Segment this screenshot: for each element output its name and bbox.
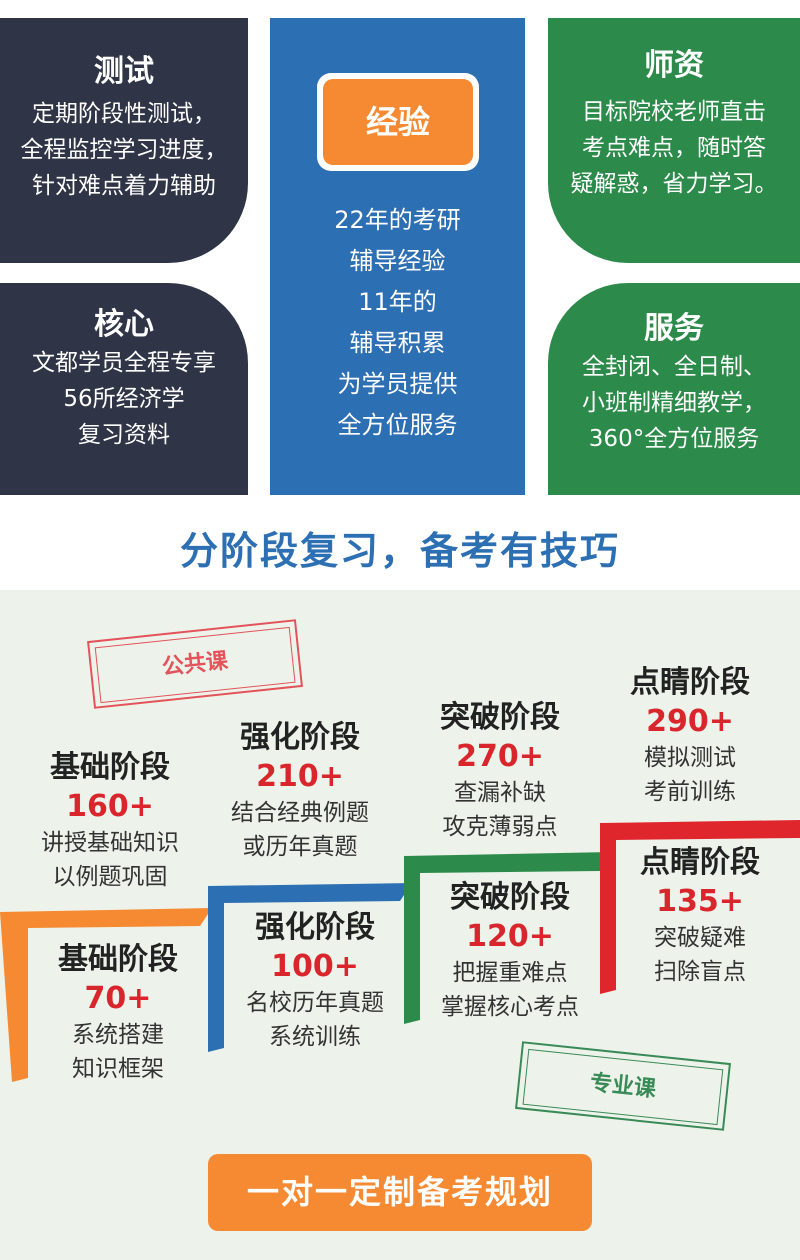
stage-desc: 突破疑难 bbox=[654, 925, 746, 951]
feature-title-core: 核心 bbox=[94, 307, 154, 342]
stage-desc: 系统搭建 bbox=[72, 1022, 164, 1048]
feature-text-experience: 22年的考研 辅导经验 11年的 辅导积累 为学员提供 全方位服务 bbox=[334, 206, 461, 439]
stage-desc: 或历年真题 bbox=[242, 834, 358, 860]
feature-text-test: 定期阶段性测试， 全程监控学习进度， 针对难点着力辅助 bbox=[20, 101, 228, 199]
feature-card-teacher: 师资 目标院校老师直击 考点难点，随时答 疑解惑，省力学习。 bbox=[548, 18, 800, 263]
public-stage-final: 点睛阶段 290+ 模拟测试 考前训练 bbox=[590, 663, 790, 809]
stage-hours: 290+ bbox=[646, 704, 734, 739]
stage-desc: 扫除盲点 bbox=[654, 959, 746, 985]
stage-desc: 掌握核心考点 bbox=[441, 994, 579, 1020]
stage-title: 强化阶段 bbox=[240, 720, 360, 755]
feature-text-service: 全封闭、全日制、 小班制精细教学， 360°全方位服务 bbox=[582, 354, 766, 452]
stage-desc: 结合经典例题 bbox=[231, 800, 369, 826]
stage-hours: 210+ bbox=[256, 759, 344, 794]
features-section: 测试 定期阶段性测试， 全程监控学习进度， 针对难点着力辅助 核心 文都学员全程… bbox=[0, 0, 800, 510]
stage-desc: 以例题巩固 bbox=[52, 864, 168, 890]
stage-hours: 120+ bbox=[466, 919, 554, 954]
stair-step-blue bbox=[208, 883, 412, 1052]
feature-title-test: 测试 bbox=[94, 54, 154, 89]
stages-section: 公共课 专业课 基础阶段 160+ 讲授基础知识 以例题巩固 强化阶段 210+… bbox=[0, 590, 800, 1260]
custom-plan-button[interactable]: 一对一定制备考规划 bbox=[208, 1154, 592, 1231]
feature-card-experience: 经验 22年的考研 辅导经验 11年的 辅导积累 为学员提供 全方位服务 bbox=[270, 18, 525, 495]
stage-desc: 系统训练 bbox=[269, 1024, 361, 1050]
stage-title: 基础阶段 bbox=[58, 942, 178, 977]
feature-title-teacher: 师资 bbox=[644, 48, 704, 83]
stage-hours: 135+ bbox=[656, 884, 744, 919]
stage-desc: 考前训练 bbox=[644, 779, 736, 805]
major-stage-basic: 基础阶段 70+ 系统搭建 知识框架 bbox=[18, 940, 218, 1086]
stage-desc: 攻克薄弱点 bbox=[442, 814, 558, 840]
feature-card-service: 服务 全封闭、全日制、 小班制精细教学， 360°全方位服务 bbox=[548, 283, 800, 495]
feature-title-service: 服务 bbox=[644, 311, 704, 346]
feature-text-core: 文都学员全程专享 56所经济学 复习资料 bbox=[32, 350, 216, 448]
stage-title: 强化阶段 bbox=[255, 910, 375, 945]
stage-desc: 模拟测试 bbox=[644, 745, 736, 771]
stage-desc: 名校历年真题 bbox=[246, 990, 384, 1016]
public-stage-breakthrough: 突破阶段 270+ 查漏补缺 攻克薄弱点 bbox=[400, 698, 600, 844]
stage-title: 点睛阶段 bbox=[630, 665, 750, 700]
stair-step-green bbox=[404, 852, 612, 1024]
section-headline: 分阶段复习，备考有技巧 bbox=[179, 529, 620, 573]
stage-title: 突破阶段 bbox=[440, 700, 560, 735]
stage-title: 突破阶段 bbox=[450, 880, 570, 915]
feature-card-test: 测试 定期阶段性测试， 全程监控学习进度， 针对难点着力辅助 bbox=[0, 18, 248, 263]
stage-hours: 270+ bbox=[456, 739, 544, 774]
feature-text-teacher: 目标院校老师直击 考点难点，随时答 疑解惑，省力学习。 bbox=[570, 99, 778, 197]
stair-step-orange bbox=[0, 908, 212, 1082]
public-stage-strengthen: 强化阶段 210+ 结合经典例题 或历年真题 bbox=[200, 718, 400, 864]
stage-desc: 讲授基础知识 bbox=[41, 830, 179, 856]
staircase-ribbon bbox=[0, 820, 800, 1082]
stage-desc: 知识框架 bbox=[72, 1056, 164, 1082]
stage-desc: 查漏补缺 bbox=[454, 780, 546, 806]
stage-title: 点睛阶段 bbox=[640, 845, 760, 880]
stage-hours: 160+ bbox=[66, 789, 154, 824]
stair-step-red bbox=[600, 820, 800, 994]
major-stage-final: 点睛阶段 135+ 突破疑难 扫除盲点 bbox=[600, 843, 800, 989]
stage-title: 基础阶段 bbox=[50, 750, 170, 785]
stage-hours: 100+ bbox=[271, 949, 359, 984]
public-stage-basic: 基础阶段 160+ 讲授基础知识 以例题巩固 bbox=[10, 748, 210, 894]
major-stage-breakthrough: 突破阶段 120+ 把握重难点 掌握核心考点 bbox=[410, 878, 610, 1024]
feature-title-experience: 经验 bbox=[323, 79, 473, 165]
stage-desc: 把握重难点 bbox=[452, 960, 568, 986]
major-stage-strengthen: 强化阶段 100+ 名校历年真题 系统训练 bbox=[215, 908, 415, 1054]
experience-badge: 经验 bbox=[317, 73, 479, 171]
feature-card-core: 核心 文都学员全程专享 56所经济学 复习资料 bbox=[0, 283, 248, 495]
stage-hours: 70+ bbox=[84, 981, 152, 1016]
